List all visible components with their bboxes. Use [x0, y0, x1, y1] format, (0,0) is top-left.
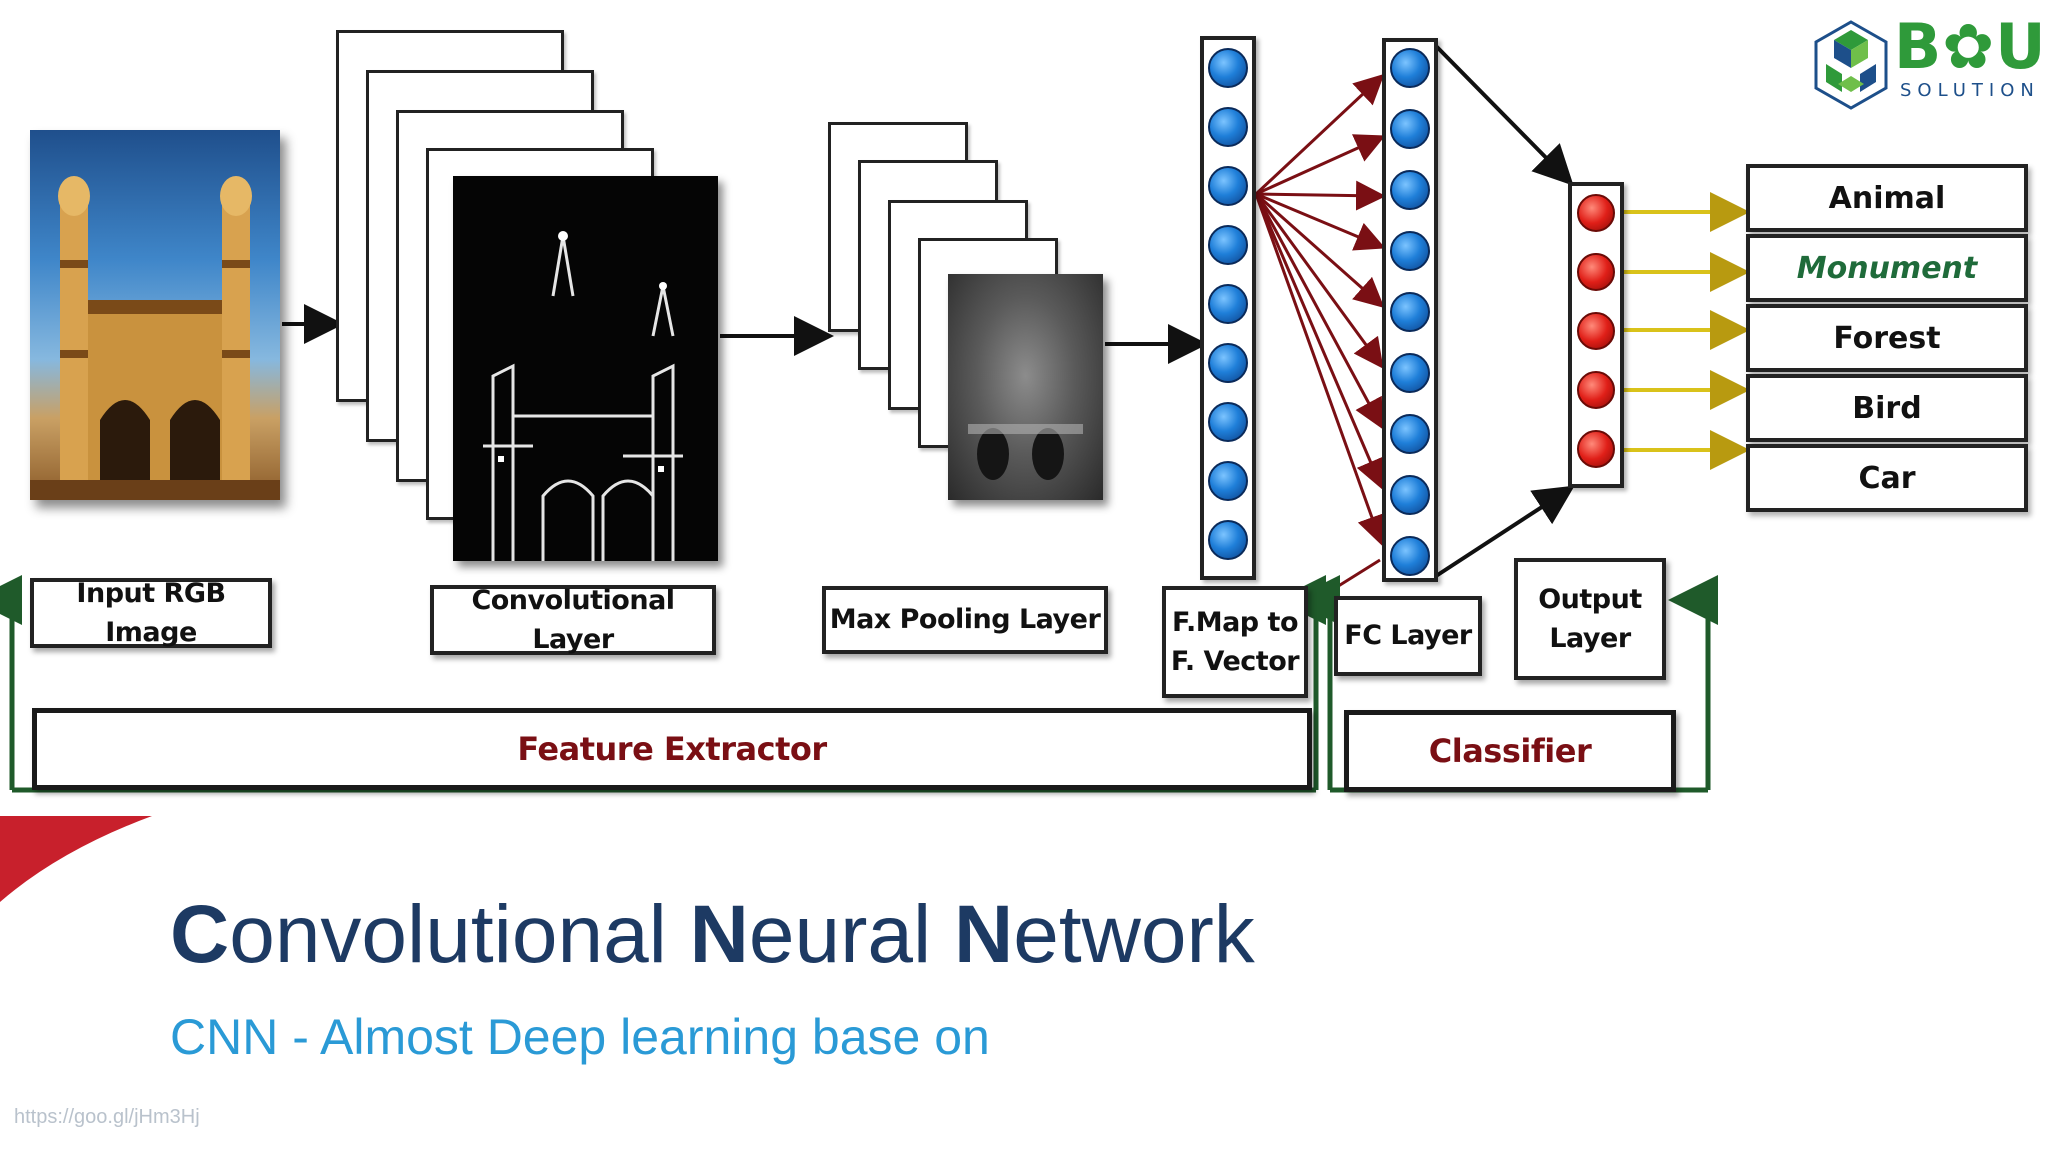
title-part: etwork — [1013, 889, 1255, 980]
neuron — [1208, 107, 1248, 147]
label-max-pooling-layer: Max Pooling Layer — [822, 586, 1108, 654]
label-fmap-to-fvector: F.Map to F. Vector — [1162, 586, 1308, 698]
cnn-diagram: Input RGB Image Convolutional Layer — [0, 30, 2028, 793]
neuron — [1390, 536, 1430, 576]
source-url: https://goo.gl/jHm3Hj — [14, 1106, 200, 1128]
fmap-to-fc-edges — [1254, 73, 1387, 602]
neuron — [1208, 284, 1248, 324]
neuron — [1390, 109, 1430, 149]
slide-subtitle: CNN - Almost Deep learning base on — [170, 1009, 990, 1065]
title-part: eural — [748, 889, 955, 980]
title-part: C — [170, 889, 230, 980]
classifier-box: Classifier — [1344, 710, 1676, 792]
label-fc-layer: FC Layer — [1334, 596, 1482, 676]
neuron — [1390, 475, 1430, 515]
neuron — [1390, 414, 1430, 454]
label-convolutional-layer: Convolutional Layer — [430, 585, 716, 655]
neuron — [1208, 461, 1248, 501]
red-corner-accent — [0, 816, 152, 902]
class-bird: Bird — [1746, 374, 2028, 442]
arrow-fc-to-output-bottom — [1434, 485, 1575, 578]
class-forest: Forest — [1746, 304, 2028, 372]
class-car: Car — [1746, 444, 2028, 512]
label-input-rgb-image: Input RGB Image — [30, 578, 272, 648]
conv-output-image — [453, 176, 718, 561]
label-fmap-line1: F.Map to — [1171, 606, 1299, 638]
label-output-line1: Output — [1538, 583, 1642, 615]
feature-extractor-box: Feature Extractor — [32, 708, 1312, 790]
class-monument: Monument — [1746, 234, 2028, 302]
neuron — [1390, 231, 1430, 271]
neuron — [1390, 353, 1430, 393]
output-neuron — [1577, 194, 1615, 232]
neuron — [1390, 170, 1430, 210]
pool-output-image — [948, 274, 1103, 500]
neuron — [1208, 48, 1248, 88]
label-fmap-line2: F. Vector — [1170, 646, 1300, 677]
neuron — [1390, 292, 1430, 332]
output-to-class-edges — [1618, 192, 1750, 470]
title-part: onvolutional — [229, 889, 690, 980]
slide-title: Convolutional Neural Network — [170, 888, 1255, 982]
label-output-layer: Output Layer — [1514, 558, 1666, 680]
neuron — [1208, 343, 1248, 383]
output-neuron — [1577, 253, 1615, 291]
arrow-fc-to-output-top — [1434, 44, 1574, 186]
logo-cube-icon — [1814, 20, 1888, 110]
output-neuron — [1577, 371, 1615, 409]
output-neuron — [1577, 430, 1615, 468]
input-image-monument — [30, 130, 280, 500]
class-animal: Animal — [1746, 164, 2028, 232]
neuron — [1390, 48, 1430, 88]
output-neuron — [1577, 312, 1615, 350]
logo-wordmark: B✿U — [1894, 10, 2047, 83]
neuron — [1208, 520, 1248, 560]
title-part: N — [954, 889, 1014, 980]
neuron — [1208, 166, 1248, 206]
title-part: N — [689, 889, 749, 980]
label-output-line2: Layer — [1549, 623, 1631, 654]
neuron — [1208, 225, 1248, 265]
feature-extractor-bracket — [0, 575, 1326, 793]
logo-tagline: SOLUTION — [1900, 80, 2040, 101]
neuron — [1208, 402, 1248, 442]
